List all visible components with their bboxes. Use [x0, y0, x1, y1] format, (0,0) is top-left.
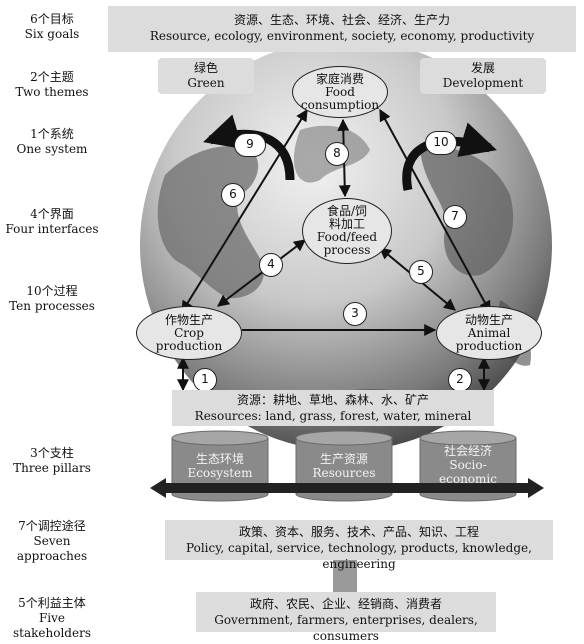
node-en: Food: [325, 84, 355, 99]
label-four-interfaces: 4个界面 Four interfaces: [0, 207, 104, 237]
pillar-zh: 生产资源: [319, 452, 368, 466]
goals-en: Resource, ecology, environment, society,…: [149, 29, 535, 43]
label-en: Six goals: [24, 27, 80, 41]
node-zh: 食品/饲: [326, 204, 368, 218]
pillar-en: economic: [439, 472, 497, 486]
stakeholders-band: 政府、农民、企业、经销商、消费者 Government, farmers, en…: [196, 592, 496, 643]
pillar-label-socioeconomic: 社会经济 Socio- economic: [420, 444, 516, 486]
theme-zh: 发展: [470, 61, 495, 75]
pillar-zh: 生态环境: [195, 452, 244, 466]
node-en: consumption: [300, 97, 380, 112]
node-zh: 家庭消费: [315, 71, 364, 86]
label-one-system: 1个系统 One system: [0, 127, 104, 157]
label-zh: 2个主题: [30, 70, 74, 84]
pillar-en: Socio-: [449, 458, 487, 472]
label-zh: 5个利益主体: [18, 596, 86, 610]
node-en: process: [323, 243, 371, 257]
label-en: Two themes: [15, 85, 89, 99]
node-en: Animal: [467, 325, 511, 340]
process-number-1: 1: [193, 368, 217, 392]
label-zh: 3个支柱: [30, 446, 74, 460]
approaches-en: Policy, capital, service, technology, pr…: [186, 541, 532, 571]
node-food-feed-process: 食品/饲 料加工 Food/feed process: [302, 198, 392, 264]
pillar-label-resources: 生产资源 Resources: [296, 452, 392, 480]
label-en: Four interfaces: [5, 222, 99, 236]
label-en: Three pillars: [13, 461, 91, 475]
process-number-4: 4: [259, 253, 283, 277]
node-zh: 动物生产: [464, 312, 513, 327]
label-en: One system: [16, 142, 88, 156]
process-number-3: 3: [343, 302, 367, 326]
theme-development: 发展 Development: [420, 58, 546, 94]
node-en: production: [455, 338, 523, 353]
theme-green: 绿色 Green: [158, 58, 254, 94]
pillar-en: Resources: [312, 466, 376, 480]
label-zh: 4个界面: [30, 207, 74, 221]
label-zh: 1个系统: [30, 127, 74, 141]
process-number-5: 5: [409, 260, 433, 284]
label-five-stakeholders: 5个利益主体 Five stakeholders: [0, 596, 104, 641]
arrow-6: [181, 108, 308, 314]
theme-zh: 绿色: [193, 61, 218, 75]
pillars-double-arrow: [150, 478, 544, 498]
label-en: Seven approaches: [16, 534, 88, 563]
approaches-zh: 政策、资本、服务、技术、产品、知识、工程: [238, 525, 479, 539]
node-zh: 作物生产: [164, 312, 213, 327]
process-number-10: 10: [425, 131, 457, 155]
arrow-7: [379, 108, 491, 314]
process-number-2: 2: [448, 368, 472, 392]
theme-en: Development: [442, 76, 524, 90]
node-food-consumption: 家庭消费 Food consumption: [292, 66, 388, 118]
approaches-band: 政策、资本、服务、技术、产品、知识、工程 Policy, capital, se…: [165, 520, 553, 571]
resources-zh: 资源：耕地、草地、森林、水、矿产: [236, 393, 429, 407]
node-en: Food/feed: [316, 230, 378, 244]
process-number-7: 7: [443, 205, 467, 229]
node-crop-production: 作物生产 Crop production: [136, 306, 242, 360]
theme-en: Green: [187, 76, 225, 90]
label-two-themes: 2个主题 Two themes: [0, 70, 104, 100]
process-number-8: 8: [325, 142, 349, 166]
label-ten-processes: 10个过程 Ten processes: [0, 284, 104, 314]
label-en: Five stakeholders: [13, 611, 91, 640]
label-en: Ten processes: [9, 299, 95, 313]
node-zh: 料加工: [328, 217, 365, 231]
node-en: Crop: [174, 325, 204, 340]
upward-arrow: [333, 560, 357, 594]
node-en: production: [155, 338, 223, 353]
pillar-zh: 社会经济: [443, 444, 492, 458]
node-animal-production: 动物生产 Animal production: [436, 306, 542, 360]
goals-zh: 资源、生态、环境、社会、经济、生产力: [233, 13, 450, 27]
label-zh: 7个调控途径: [18, 519, 86, 533]
resources-en: Resources: land, grass, forest, water, m…: [194, 409, 472, 423]
pillar-en: Ecosystem: [187, 466, 253, 480]
label-six-goals: 6个目标 Six goals: [0, 12, 104, 42]
process-number-6: 6: [221, 183, 245, 207]
process-number-9: 9: [234, 133, 266, 157]
label-zh: 10个过程: [26, 284, 78, 298]
resources-band: 资源：耕地、草地、森林、水、矿产 Resources: land, grass,…: [172, 390, 494, 426]
stakeholders-zh: 政府、农民、企业、经销商、消费者: [249, 597, 442, 611]
label-seven-approaches: 7个调控途径 Seven approaches: [0, 519, 104, 564]
pillar-label-ecosystem: 生态环境 Ecosystem: [172, 452, 268, 480]
goals-band: 资源、生态、环境、社会、经济、生产力 Resource, ecology, en…: [108, 6, 576, 52]
label-three-pillars: 3个支柱 Three pillars: [0, 446, 104, 476]
label-zh: 6个目标: [30, 12, 74, 26]
stakeholders-en: Government, farmers, enterprises, dealer…: [214, 613, 478, 643]
